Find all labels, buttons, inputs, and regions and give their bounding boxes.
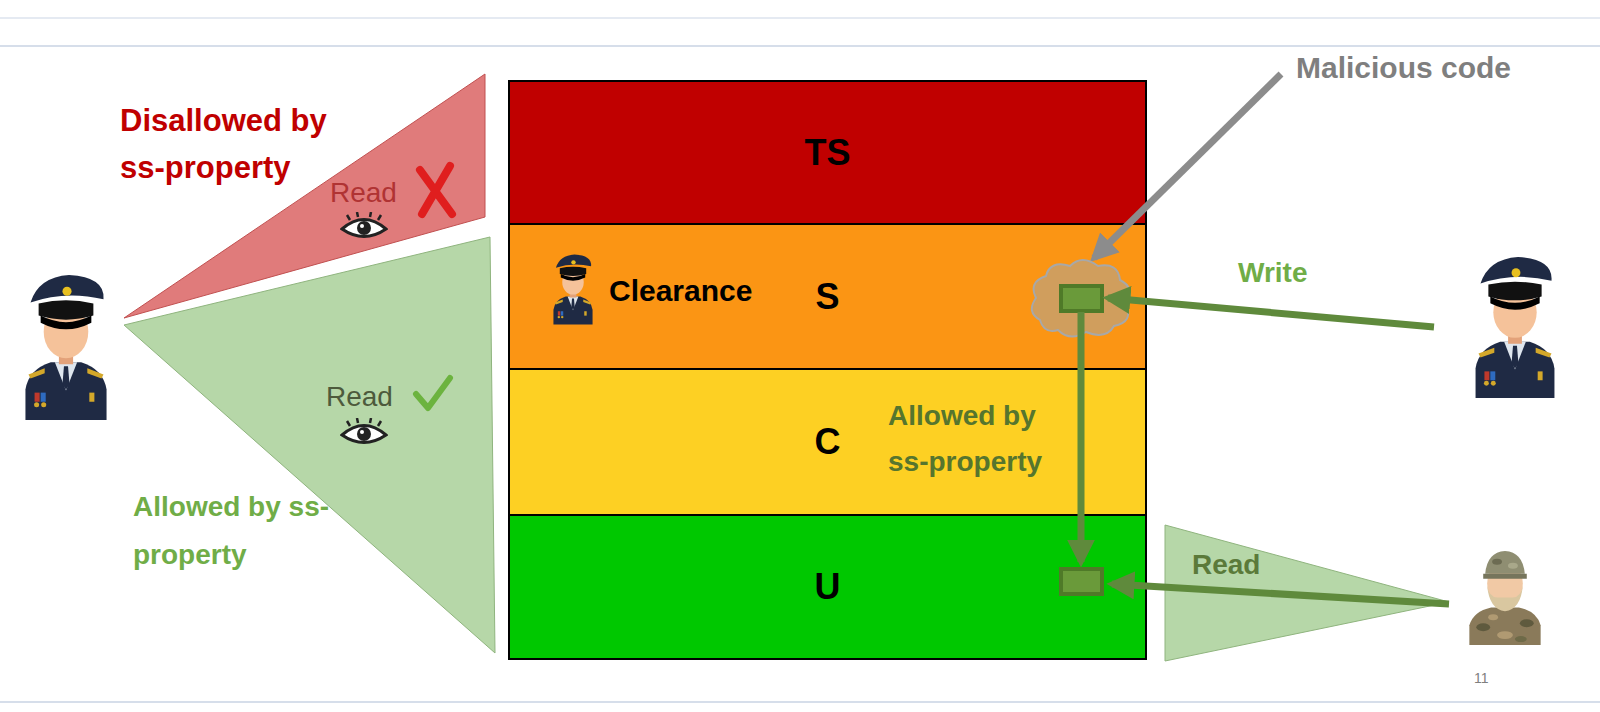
read-cones (124, 74, 1449, 661)
classification-band: TS (508, 80, 1147, 225)
write-arrow (1108, 298, 1434, 327)
level-label: U (815, 567, 841, 607)
annotation-label: Read (326, 381, 393, 413)
annotation-label: Clearance (609, 274, 752, 309)
annotation-label: Malicious code (1296, 51, 1511, 86)
annotation-label: Disallowed by ss-property (120, 97, 360, 191)
annotation-label: Write (1238, 257, 1308, 289)
read-arrow (1112, 584, 1449, 604)
soldier-figure (1469, 551, 1540, 645)
page-number: 11 (1474, 670, 1489, 686)
level-label: C (815, 422, 841, 462)
level-label: S (815, 277, 839, 317)
cross-mark (420, 166, 452, 214)
annotation-label: Read (330, 177, 397, 209)
level-label: TS (804, 133, 850, 173)
read-cone (1165, 525, 1449, 661)
slide-rules (0, 18, 1600, 702)
classification-band: U (508, 514, 1147, 660)
annotation-label: Read (1192, 549, 1260, 581)
classification-band: S (508, 223, 1147, 370)
classification-band: C (508, 368, 1147, 516)
annotation-label: Allowed by ss-property (133, 483, 343, 579)
annotation-label: Allowed by ss-property (888, 393, 1073, 485)
allowed-cone (124, 237, 495, 653)
check-mark (416, 378, 450, 408)
